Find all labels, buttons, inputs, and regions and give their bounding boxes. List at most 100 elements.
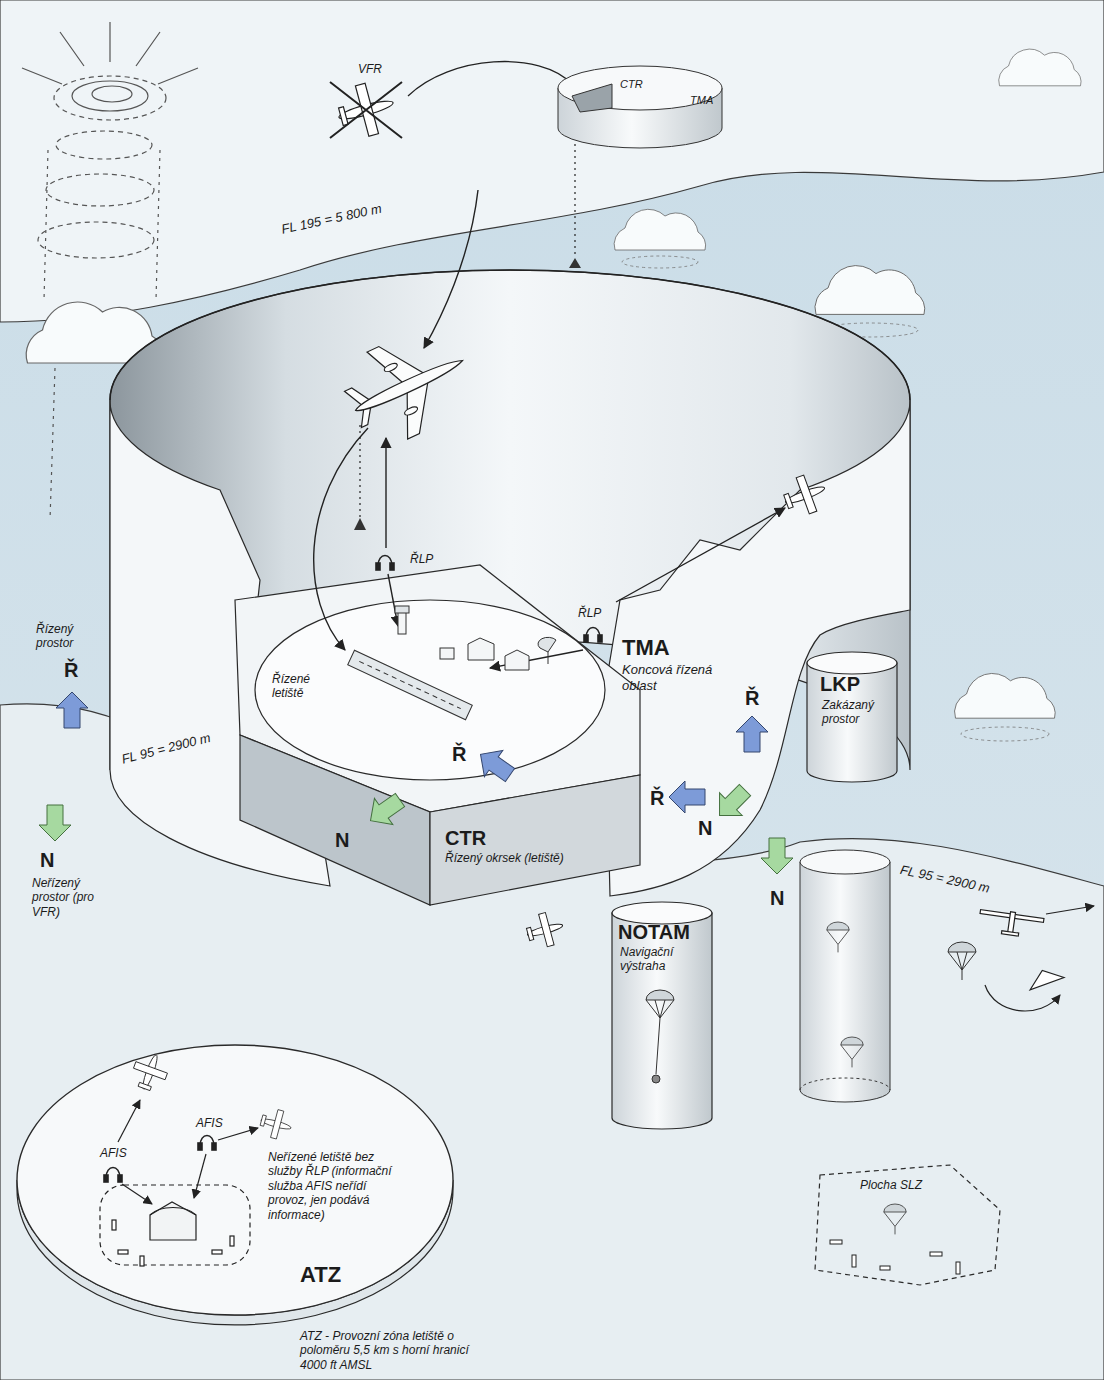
atz-airfield (194, 1154, 206, 1198)
headphones-symbol (376, 563, 380, 570)
landing-area: Plocha SLZ (800, 1150, 1010, 1290)
atz-airfield (112, 1220, 234, 1266)
atz-airfield (218, 1128, 258, 1140)
caption-note: ATZ - Provozní zóna letiště o poloměru 5… (300, 1329, 475, 1372)
landing-area-markers (830, 1240, 960, 1274)
glider (978, 908, 1064, 990)
atz-airfield (271, 1110, 284, 1139)
thunderstorm (92, 86, 132, 102)
space-label: Řízený prostor (36, 622, 104, 651)
atz-zone-outline (15, 1043, 455, 1343)
atz-airfield (104, 1168, 122, 1183)
airspace-column (800, 862, 890, 1102)
radio-link (490, 650, 583, 668)
parachutist (884, 1204, 906, 1212)
controlled-mark: Ř (650, 786, 664, 810)
uncontrolled-mark: N (335, 828, 349, 852)
atz-airfield (104, 1175, 108, 1182)
exit-arrow (361, 787, 409, 834)
thunderstorm (54, 76, 166, 120)
area-name: ATZ (300, 1262, 341, 1288)
runway (348, 650, 473, 719)
tma-cylinder: TMAKoncová řízená oblastCTRŘízený okrsek… (100, 250, 920, 910)
prohibited-area-cylinder-outline (807, 652, 897, 674)
headphones-symbol (376, 556, 602, 643)
tma-cylinder-outline (605, 400, 910, 896)
thunderstorm (56, 131, 152, 159)
parachutist (656, 1018, 660, 1074)
parachutist (948, 952, 976, 980)
cloud-shadow (622, 256, 698, 268)
inset-airspace (572, 84, 612, 112)
cloud (999, 49, 1081, 86)
landing-area-markers (956, 1262, 960, 1274)
uncontrolled-mark: N (40, 848, 54, 872)
atz-airfield (150, 1202, 196, 1240)
airspace-column (800, 850, 890, 1102)
airport-buildings (395, 606, 409, 613)
airport-buildings (398, 612, 406, 634)
prohibited-area-cylinder-outline (807, 663, 897, 782)
glider (978, 908, 1045, 940)
parachutist (884, 1212, 906, 1234)
headphones-symbol (598, 635, 602, 642)
airspace-column (800, 850, 890, 874)
exit-arrow (39, 779, 793, 874)
headphones-symbol (584, 628, 602, 643)
atz-airfield (212, 1143, 216, 1150)
area-description: Řízené letiště (272, 672, 330, 701)
ground-point (354, 518, 366, 530)
thunderstorm (46, 174, 154, 206)
entry-arrow (56, 692, 768, 813)
flight-path (424, 190, 478, 348)
airport-buildings (468, 638, 494, 660)
parachutist (646, 922, 976, 1234)
parachutist (884, 1204, 906, 1234)
light-aircraft (796, 475, 817, 514)
entry-arrow (56, 692, 88, 728)
atz-zone: Neřízené letiště bez služby ŘLP (informa… (15, 1043, 455, 1343)
flight-rule-label: VFR (358, 62, 382, 76)
inset-label: CTR (620, 78, 643, 91)
parachutist (841, 1045, 863, 1067)
light-aircraft (784, 493, 793, 508)
service-label: ŘLP (410, 552, 433, 566)
radio-link (386, 438, 785, 668)
cloud (614, 209, 705, 250)
parachutist (948, 942, 976, 980)
radio-link (616, 508, 785, 602)
ctr-block-outline (430, 775, 640, 905)
atz-airfield (150, 1208, 196, 1216)
airport-buildings (505, 650, 529, 670)
atz-airfield (118, 1100, 258, 1204)
atz-airfield (118, 1175, 122, 1182)
runway (348, 650, 473, 719)
landing-area-outline (800, 1150, 1010, 1290)
area-name: NOTAM (618, 920, 690, 944)
exit-arrow (761, 838, 793, 874)
area-description: Navigační výstraha (620, 945, 704, 974)
area-name: Plocha SLZ (860, 1178, 922, 1192)
controlled-mark: Ř (64, 658, 78, 682)
biplane (539, 913, 554, 947)
parachutist (948, 942, 976, 952)
landing-area-markers (830, 1240, 842, 1244)
thunderstorm (38, 222, 154, 258)
airliner (334, 317, 483, 455)
atz-airfield (133, 1062, 167, 1080)
uncontrolled-mark: N (698, 816, 712, 840)
service-label: ŘLP (578, 606, 601, 620)
headphones-symbol (390, 563, 394, 570)
vertical-projection (359, 425, 360, 518)
headphones-symbol (376, 556, 394, 571)
light-aircraft (779, 470, 831, 520)
cloud (955, 673, 1056, 718)
vertical-projection (574, 132, 575, 258)
atz-airfield (118, 1250, 128, 1254)
parachutist (841, 1037, 863, 1067)
airport-buildings (440, 648, 454, 659)
landing-area-markers (930, 1252, 942, 1256)
airliner (383, 362, 398, 373)
entry-arrow (736, 716, 768, 752)
